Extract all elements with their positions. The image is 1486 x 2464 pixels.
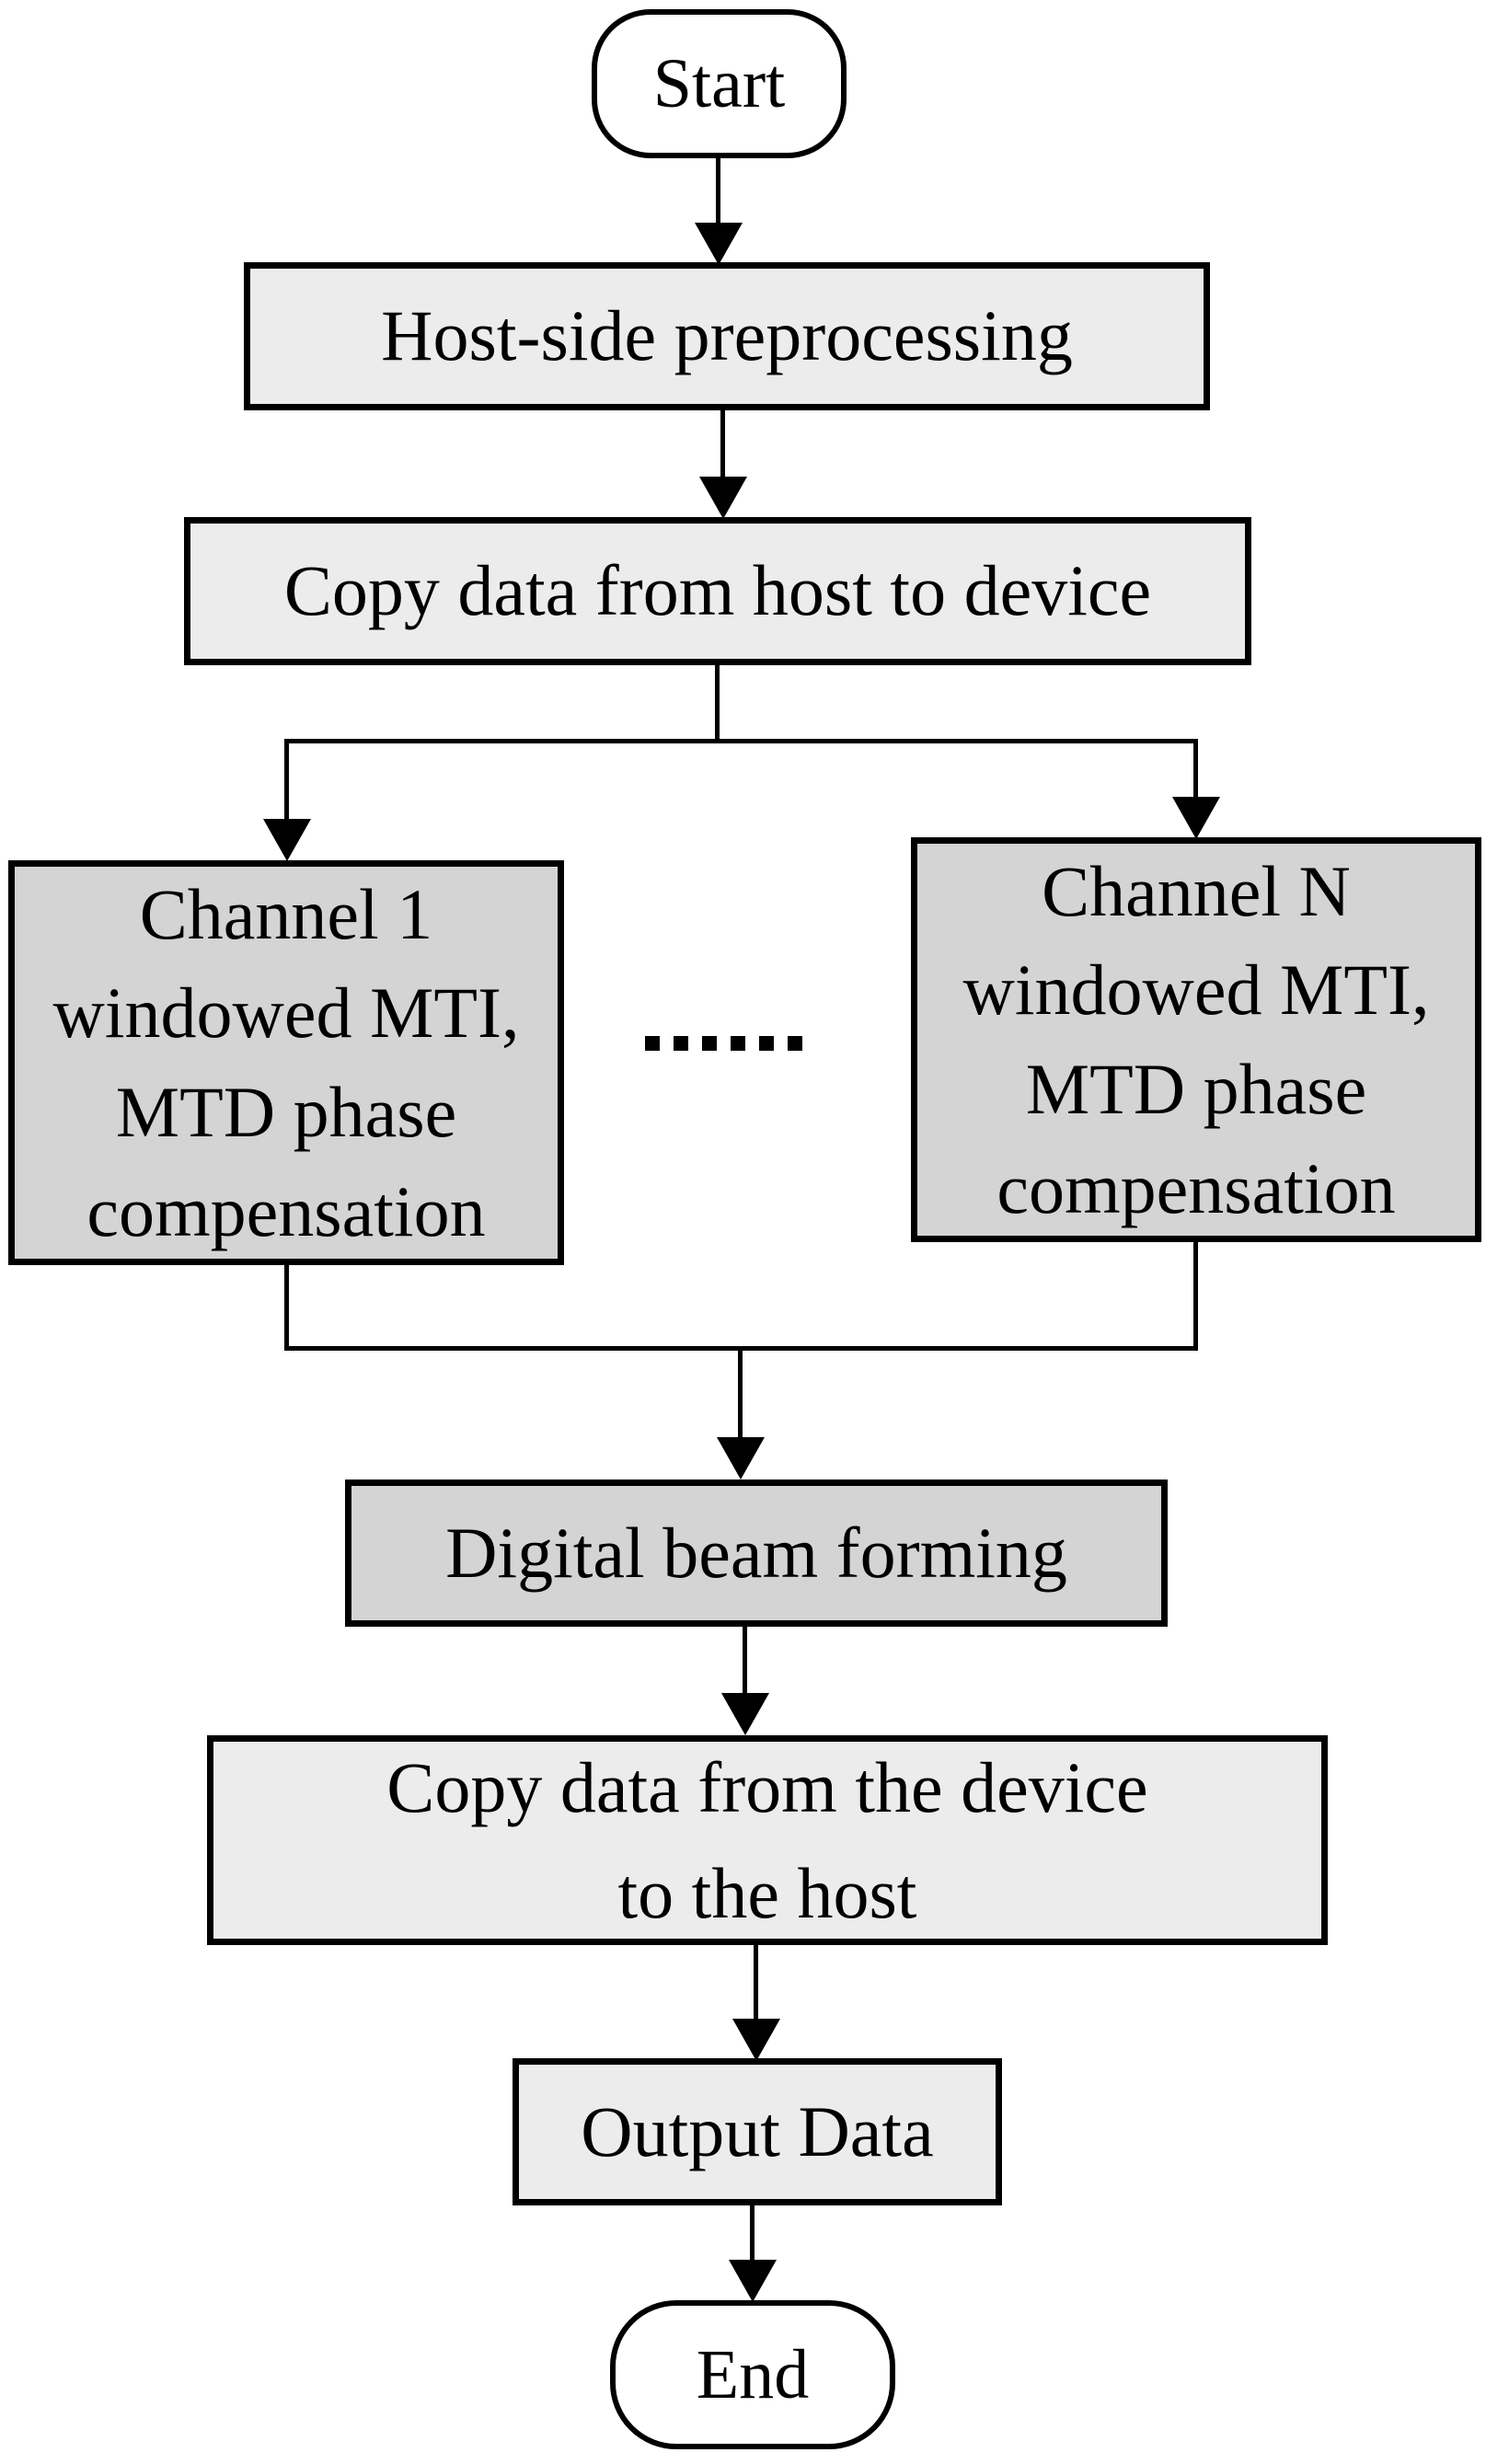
split-branch-line [285, 739, 1198, 743]
channel-n-line2: windowed MTI, [962, 950, 1430, 1031]
node-start-label: Start [652, 44, 786, 122]
copy-device-to-host-line2: to the host [617, 1853, 917, 1933]
arrowhead-start-to-host [695, 223, 743, 265]
connector-copy-to-split [715, 665, 720, 743]
arrowhead-copyhost-to-output [732, 2019, 780, 2061]
ellipsis-dot [731, 1036, 745, 1051]
node-channel-1-label: Channel 1 windowed MTI, MTD phase compen… [53, 865, 520, 1261]
connector-channelN-to-merge [1193, 1240, 1198, 1351]
arrowhead-merge-to-dbf [717, 1437, 765, 1480]
connector-host-to-copy [720, 410, 725, 477]
merge-branch-line [284, 1346, 1198, 1351]
connector-start-to-host [716, 156, 720, 225]
channel-1-line1: Channel 1 [139, 873, 433, 954]
connector-merge-to-dbf [738, 1349, 743, 1439]
connector-output-to-end [750, 2205, 755, 2263]
ellipsis-dot [788, 1036, 802, 1051]
node-output-data: Output Data [513, 2058, 1002, 2205]
ellipsis-dots [645, 1036, 802, 1051]
ellipsis-dot [759, 1036, 774, 1051]
ellipsis-dot [645, 1036, 660, 1051]
arrowhead-split-to-channel1 [263, 819, 311, 861]
connector-channel1-to-merge [284, 1263, 289, 1351]
node-channel-1: Channel 1 windowed MTI, MTD phase compen… [8, 860, 564, 1265]
node-copy-device-to-host-label: Copy data from the device to the host [386, 1734, 1147, 1947]
ellipsis-dot [702, 1036, 717, 1051]
node-channel-n: Channel N windowed MTI, MTD phase compen… [911, 837, 1481, 1242]
channel-1-line4: compensation [86, 1170, 486, 1251]
connector-split-to-channel1 [284, 739, 289, 822]
node-digital-beam-forming-label: Digital beam forming [445, 1512, 1067, 1593]
connector-split-to-channelN [1193, 739, 1198, 798]
node-copy-host-to-device: Copy data from host to device [184, 517, 1251, 665]
node-end: End [610, 2300, 895, 2449]
node-copy-host-to-device-label: Copy data from host to device [283, 550, 1152, 631]
channel-n-line1: Channel N [1042, 850, 1351, 931]
arrowhead-dbf-to-copyhost [721, 1693, 769, 1735]
node-host-preprocessing: Host-side preprocessing [244, 262, 1210, 410]
node-host-preprocessing-label: Host-side preprocessing [381, 295, 1073, 376]
channel-1-line2: windowed MTI, [52, 973, 520, 1054]
copy-device-to-host-line1: Copy data from the device [386, 1746, 1148, 1827]
channel-1-line3: MTD phase [115, 1072, 457, 1152]
node-end-label: End [696, 2335, 810, 2413]
arrowhead-host-to-copy [699, 477, 747, 519]
node-output-data-label: Output Data [581, 2090, 934, 2171]
node-start: Start [592, 9, 847, 158]
arrowhead-output-to-end [729, 2260, 777, 2302]
connector-copyhost-to-output [754, 1945, 758, 2021]
channel-n-line3: MTD phase [1025, 1049, 1367, 1129]
node-channel-n-label: Channel N windowed MTI, MTD phase compen… [963, 842, 1430, 1238]
connector-dbf-to-copyhost [743, 1627, 747, 1695]
node-copy-device-to-host: Copy data from the device to the host [207, 1735, 1328, 1945]
arrowhead-split-to-channelN [1172, 797, 1220, 839]
node-digital-beam-forming: Digital beam forming [345, 1480, 1168, 1627]
channel-n-line4: compensation [996, 1147, 1396, 1228]
ellipsis-dot [674, 1036, 688, 1051]
